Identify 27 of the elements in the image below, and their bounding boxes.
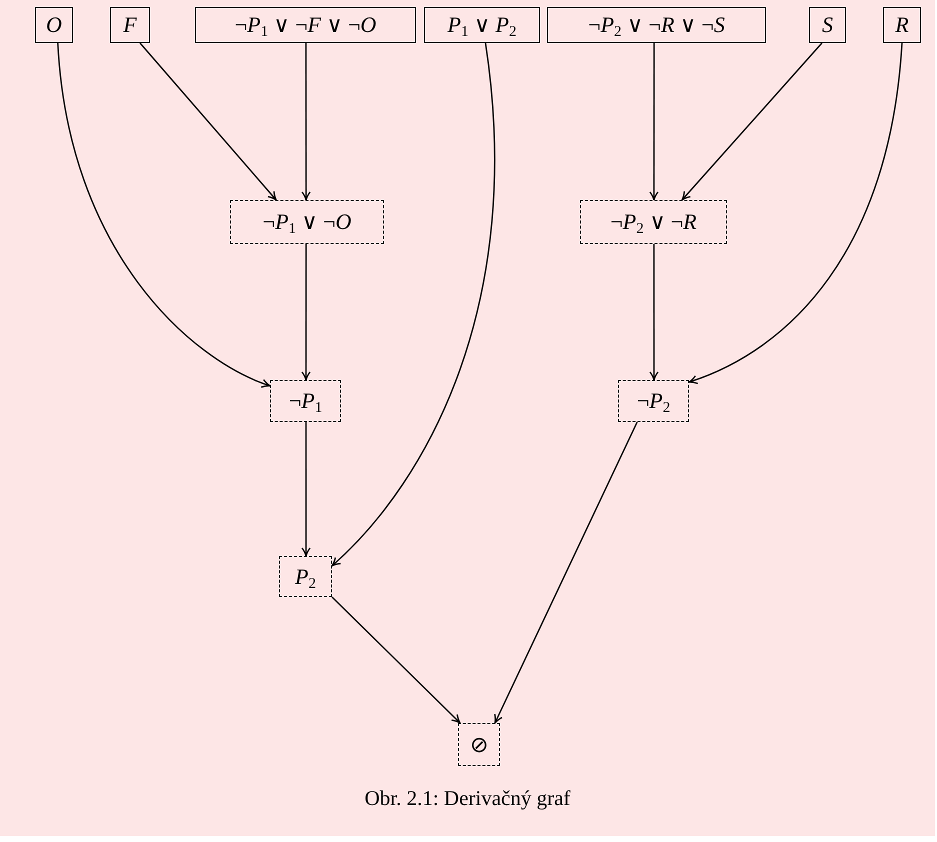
derived-clause-box — [580, 200, 727, 244]
clause-box — [883, 7, 921, 43]
clause-text: O — [46, 14, 62, 36]
clause-box — [547, 7, 766, 43]
clause-box — [110, 7, 150, 43]
derived-clause-box — [618, 380, 689, 422]
clause-text: ¬P$_{2}$ ∨ ¬R ∨ ¬S — [588, 14, 725, 36]
clause-text: ¬P$_{2}$ ∨ ¬R — [610, 211, 697, 233]
derived-clause-box — [230, 200, 384, 244]
clause-text: F — [123, 14, 137, 36]
clause-text: ¬P$_{1}$ — [288, 390, 322, 412]
derived-clause-box — [270, 380, 341, 422]
clause-box — [424, 7, 540, 43]
clause-text: ⊘ — [470, 734, 488, 756]
clause-text: S — [822, 14, 833, 36]
derived-clause-box — [279, 556, 332, 597]
figure-caption: Obr. 2.1: Derivačný graf — [364, 786, 570, 811]
clause-text: ¬P$_{2}$ — [636, 390, 670, 412]
clause-text: ¬P$_{1}$ ∨ ¬F ∨ ¬O — [234, 14, 376, 36]
clause-text: ¬P$_{1}$ ∨ ¬O — [262, 211, 352, 233]
derived-clause-box — [458, 723, 500, 766]
clause-box — [195, 7, 416, 43]
clause-box — [809, 7, 846, 43]
clause-box — [35, 7, 73, 43]
clause-text: P$_{2}$ — [295, 566, 316, 588]
clause-text: P$_{1}$ ∨ P$_{2}$ — [448, 14, 516, 36]
clause-text: R — [895, 14, 909, 36]
